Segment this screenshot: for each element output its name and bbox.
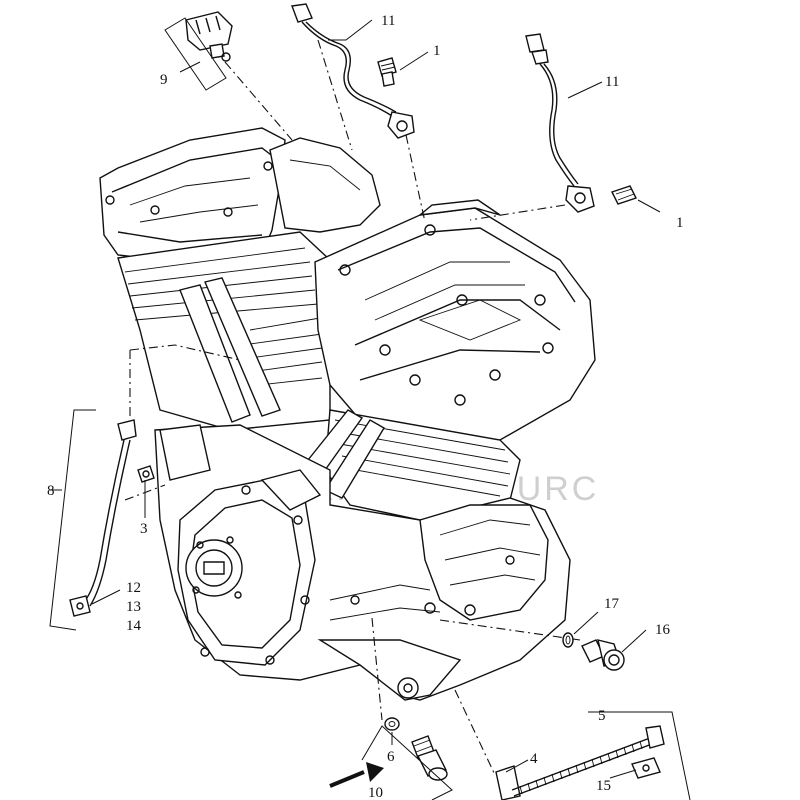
part-11-knock-sensor-right xyxy=(525,33,595,213)
part-16-sender xyxy=(581,639,625,671)
callout-12: 12 xyxy=(126,580,141,596)
callout-3: 3 xyxy=(140,521,148,537)
callout-17: 17 xyxy=(604,596,620,612)
part-17-o-ring xyxy=(562,632,574,648)
callout-13: 13 xyxy=(126,599,141,615)
callout-1-right: 1 xyxy=(676,215,684,231)
callout-labels: 11 1 11 1 9 8 3 12 13 14 17 16 5 6 4 15 … xyxy=(47,13,684,800)
callout-14: 14 xyxy=(126,618,142,634)
part-4-bracket xyxy=(495,765,521,800)
callout-8: 8 xyxy=(47,483,55,499)
callout-15: 15 xyxy=(596,778,611,794)
part-9-sensor xyxy=(164,11,233,91)
rear-rocker-cover xyxy=(99,127,381,263)
callout-10: 10 xyxy=(368,785,383,800)
callout-6: 6 xyxy=(387,749,395,765)
leader-lines xyxy=(91,19,661,779)
part-15-clip xyxy=(631,757,661,779)
callout-11-right: 11 xyxy=(605,74,619,90)
engine-assembly xyxy=(99,127,596,701)
assembly-lines xyxy=(124,39,581,776)
part-1-bolt-right xyxy=(611,185,637,205)
group-brackets xyxy=(49,409,96,631)
part-5-sensor-cable xyxy=(511,711,691,800)
front-rocker-cover xyxy=(314,199,596,446)
part-8-oil-line xyxy=(69,419,137,617)
part-10-plug xyxy=(361,725,453,800)
callout-11-top: 11 xyxy=(381,13,395,29)
callout-16: 16 xyxy=(655,622,671,638)
callout-1-top: 1 xyxy=(433,43,441,59)
part-6-washer xyxy=(384,717,400,731)
callout-9: 9 xyxy=(160,72,168,88)
part-3-fitting xyxy=(137,465,155,483)
callout-5: 5 xyxy=(598,708,606,724)
crankcase xyxy=(154,424,571,701)
part-1-bolt-upper xyxy=(377,57,397,87)
callout-4: 4 xyxy=(530,751,538,767)
rear-cylinder xyxy=(117,231,331,431)
pointer-arrow xyxy=(329,762,384,788)
